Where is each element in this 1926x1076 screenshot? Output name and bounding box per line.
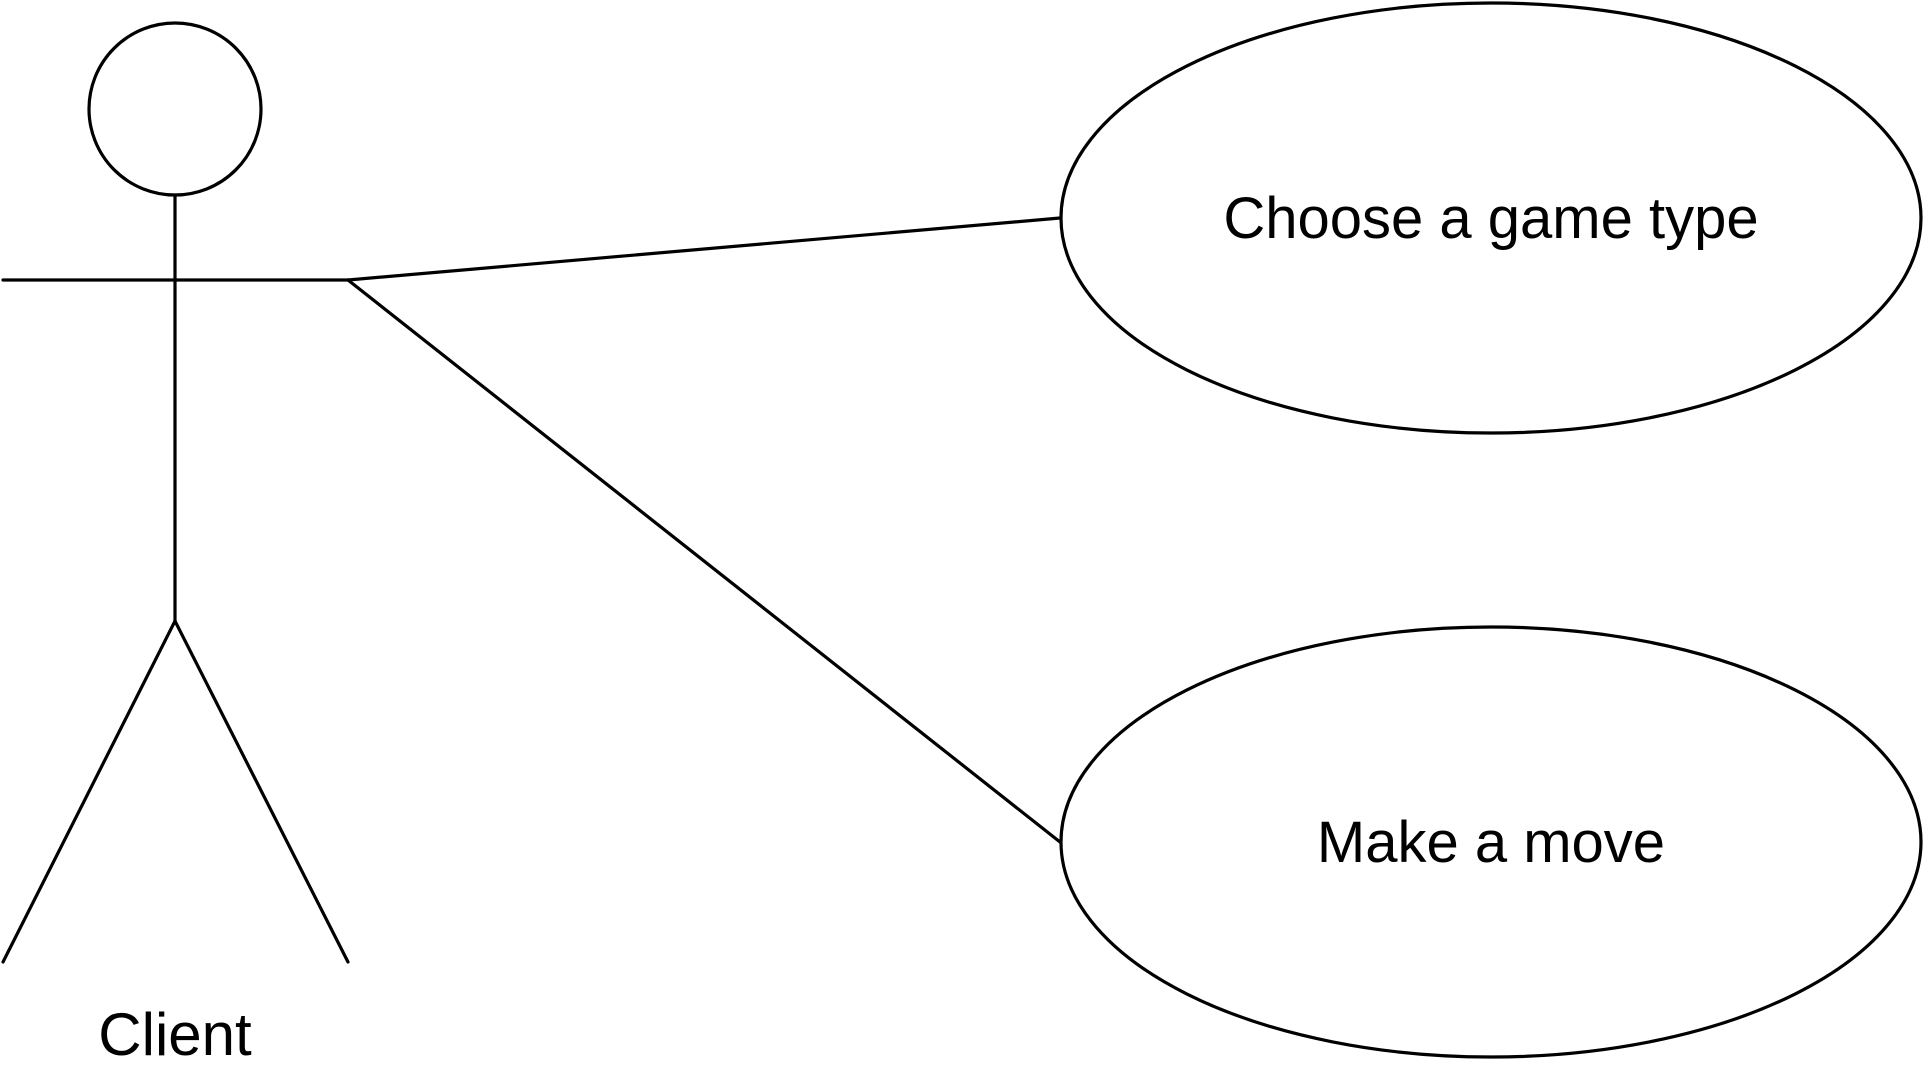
use-case-make-move: Make a move [1059, 625, 1923, 1059]
actor-head [87, 21, 263, 197]
use-case-ellipse [1059, 1, 1923, 435]
use-case-choose-game-type: Choose a game type [1059, 1, 1923, 435]
association-line-make-move [346, 278, 1062, 844]
association-line-choose-game-type [346, 216, 1062, 282]
actor-client: Client [1, 21, 350, 1068]
use-case-label: Choose a game type [1223, 186, 1758, 251]
actor-left-leg [1, 619, 177, 964]
actor-right-leg [173, 619, 350, 964]
use-case-label: Make a move [1317, 810, 1665, 875]
actor-label: Client [98, 1001, 252, 1068]
use-case-ellipse [1059, 625, 1923, 1059]
